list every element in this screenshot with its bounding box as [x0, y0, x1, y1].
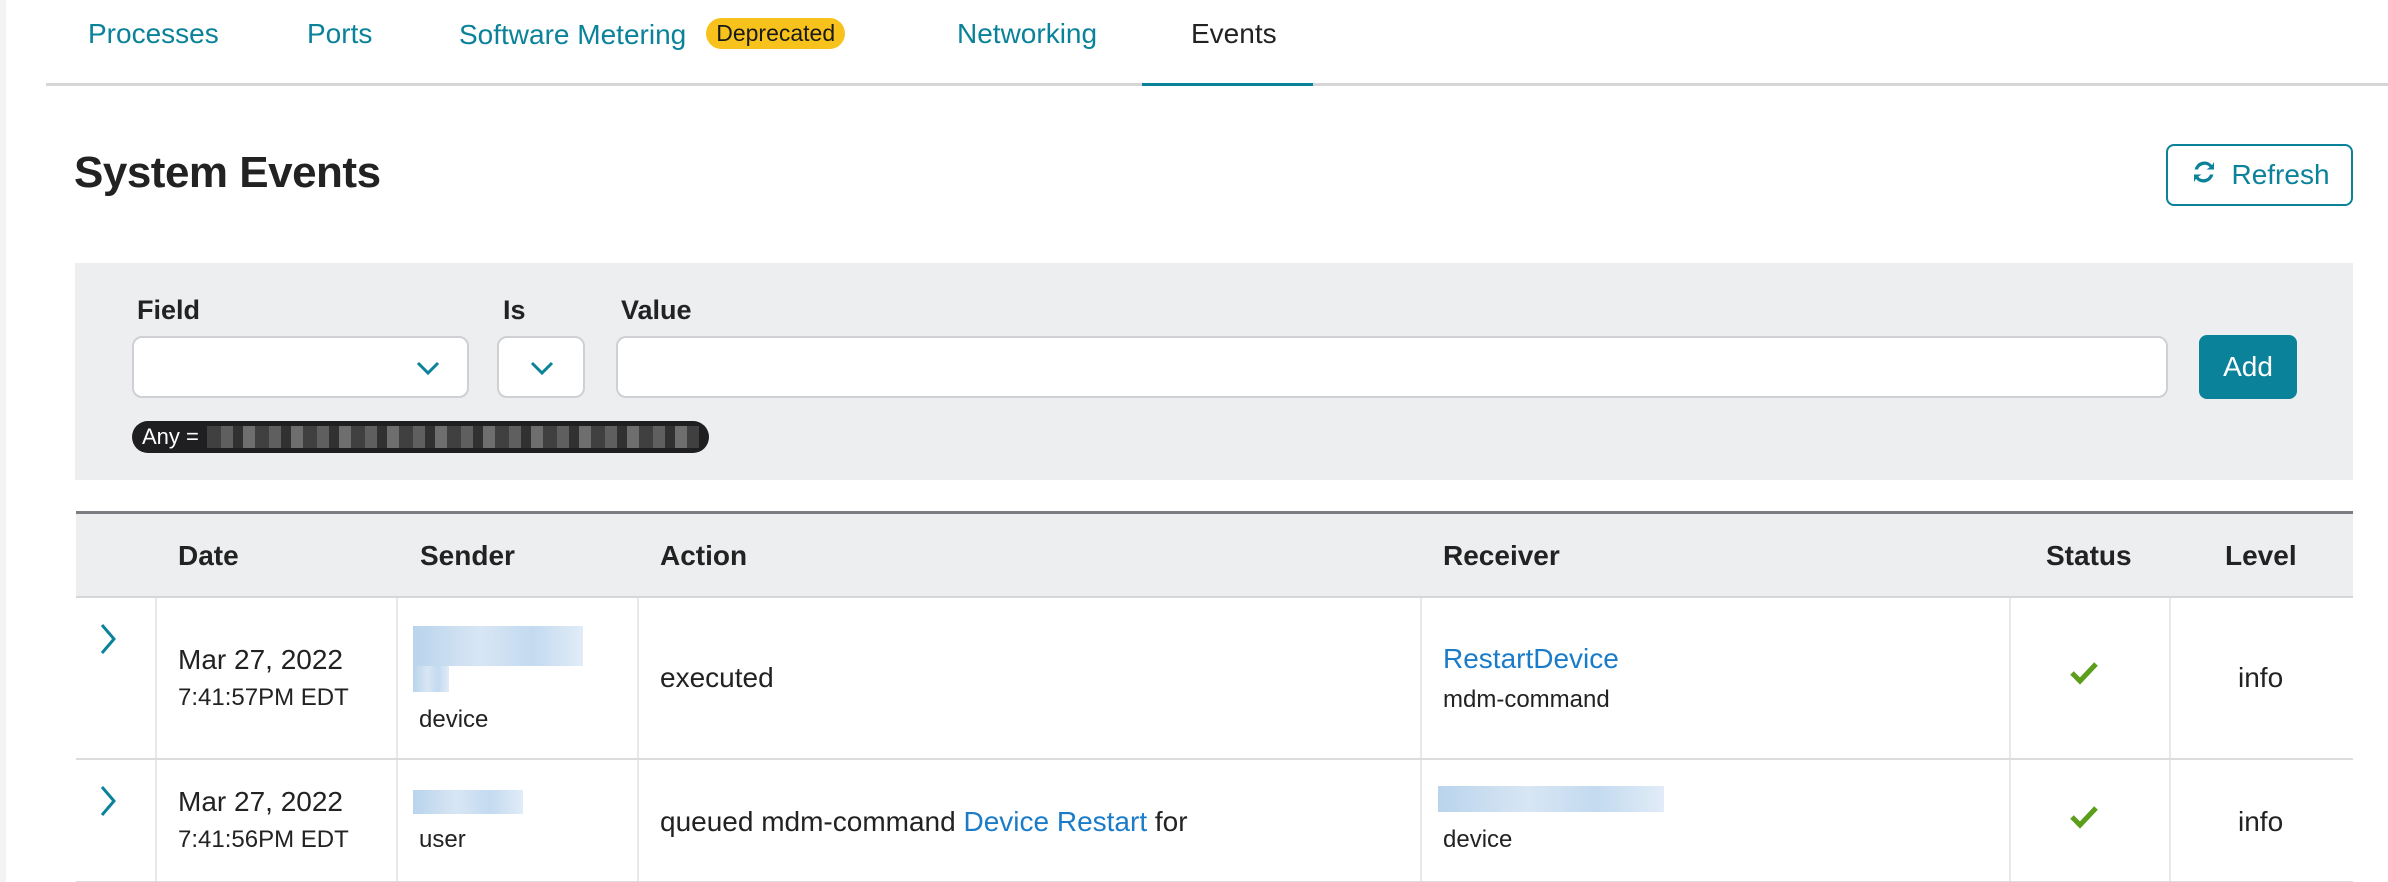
- action-command-link[interactable]: Device Restart: [963, 806, 1148, 837]
- cell-divider: [2169, 598, 2171, 758]
- chevron-right-icon[interactable]: [98, 622, 118, 656]
- cell-divider: [155, 760, 157, 881]
- column-header-receiver[interactable]: Receiver: [1443, 540, 1560, 571]
- filter-panel: Field Is Value Add Any =: [75, 263, 2353, 480]
- cell-divider: [396, 760, 398, 881]
- redacted-sender-name: [413, 626, 583, 666]
- field-label: Field: [137, 295, 201, 325]
- event-date: Mar 27, 2022: [178, 786, 343, 817]
- event-action: executed: [660, 662, 774, 693]
- cell-divider: [2169, 760, 2171, 881]
- active-filter-chip[interactable]: Any =: [132, 421, 709, 453]
- column-header-date[interactable]: Date: [178, 540, 239, 571]
- tab-ports[interactable]: Ports: [307, 18, 373, 49]
- tab-bar: Processes Ports Software Metering Depreca…: [46, 0, 2388, 86]
- deprecated-badge: Deprecated: [706, 18, 846, 49]
- table-row: Mar 27, 2022 7:41:56PM EDT user queued m…: [76, 760, 2353, 882]
- column-header-status[interactable]: Status: [2046, 540, 2132, 571]
- column-header-sender[interactable]: Sender: [420, 540, 515, 571]
- cell-divider: [2009, 598, 2011, 758]
- field-select[interactable]: [132, 336, 469, 398]
- receiver-type: device: [1443, 826, 1513, 853]
- chevron-down-icon: [416, 361, 440, 376]
- action-suffix: for: [1154, 806, 1188, 837]
- page-title: System Events: [74, 148, 381, 197]
- event-level: info: [2238, 806, 2284, 837]
- filter-chip-label: Any =: [142, 424, 199, 449]
- add-filter-button[interactable]: Add: [2199, 335, 2297, 399]
- value-label: Value: [621, 295, 692, 325]
- column-header-action[interactable]: Action: [660, 540, 748, 571]
- is-label: Is: [503, 295, 526, 325]
- refresh-button[interactable]: Refresh: [2166, 144, 2353, 206]
- event-action: queued mdm-command Device Restart for: [660, 806, 1188, 838]
- event-time: 7:41:57PM EDT: [178, 684, 349, 711]
- event-level: info: [2238, 662, 2284, 693]
- value-input[interactable]: [616, 336, 2168, 398]
- tab-events[interactable]: Events: [1191, 18, 1277, 49]
- column-header-level[interactable]: Level: [2225, 540, 2297, 571]
- refresh-icon: [2189, 157, 2219, 194]
- events-table: Date Sender Action Receiver Status Level…: [76, 511, 2353, 882]
- receiver-type: mdm-command: [1443, 686, 1610, 713]
- redacted-filter-value: [206, 426, 699, 448]
- is-select[interactable]: [497, 336, 585, 398]
- cell-divider: [396, 598, 398, 758]
- tab-software-metering[interactable]: Software Metering Deprecated: [459, 18, 846, 51]
- redacted-sender-name: [413, 790, 523, 814]
- cell-divider: [637, 760, 639, 881]
- cell-divider: [637, 598, 639, 758]
- chevron-down-icon: [530, 361, 554, 376]
- success-check-icon: [2070, 662, 2098, 685]
- cell-divider: [1420, 760, 1422, 881]
- sender-type: device: [419, 706, 489, 733]
- cell-divider: [155, 598, 157, 758]
- event-time: 7:41:56PM EDT: [178, 826, 349, 853]
- tab-processes[interactable]: Processes: [88, 18, 219, 49]
- tab-software-metering-label: Software Metering: [459, 19, 687, 50]
- refresh-label: Refresh: [2231, 159, 2330, 190]
- table-row: Mar 27, 2022 7:41:57PM EDT device execut…: [76, 598, 2353, 760]
- receiver-link[interactable]: RestartDevice: [1443, 643, 1619, 674]
- redacted-receiver-name[interactable]: [1438, 786, 1664, 812]
- tab-networking[interactable]: Networking: [957, 18, 1098, 49]
- success-check-icon: [2070, 806, 2098, 829]
- page-left-edge: [0, 0, 6, 882]
- chevron-right-icon[interactable]: [98, 784, 118, 818]
- action-prefix: queued mdm-command: [660, 806, 956, 837]
- cell-divider: [2009, 760, 2011, 881]
- redacted-sender-name: [413, 666, 449, 692]
- event-date: Mar 27, 2022: [178, 644, 343, 675]
- active-tab-indicator: [1142, 83, 1313, 86]
- table-header: Date Sender Action Receiver Status Level: [76, 514, 2353, 598]
- cell-divider: [1420, 598, 1422, 758]
- sender-type: user: [419, 826, 466, 853]
